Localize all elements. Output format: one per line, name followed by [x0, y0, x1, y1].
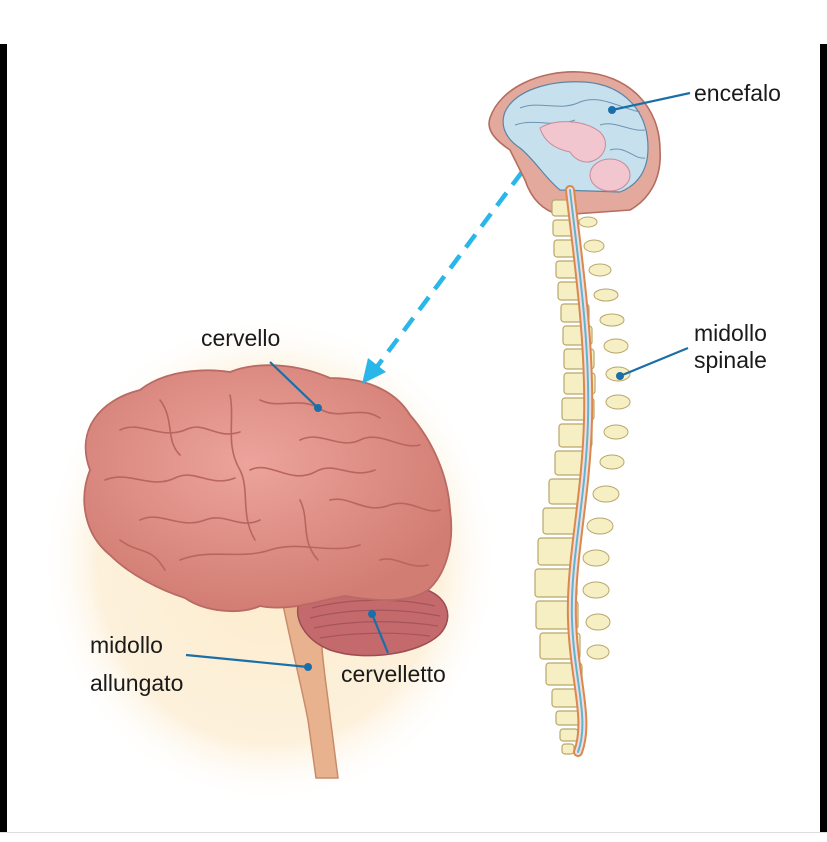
leader-dots	[304, 106, 624, 671]
label-midollo-spinale-line1: midollo	[694, 320, 767, 346]
label-encefalo: encefalo	[694, 80, 781, 106]
inner-brain-structures	[539, 121, 606, 163]
label-midollo-spinale-line2: spinale	[694, 347, 767, 373]
cerebrum-gyri	[104, 394, 441, 571]
leader-encefalo	[611, 91, 691, 112]
right-border	[820, 44, 827, 832]
leader-midollo-allungato	[185, 653, 309, 669]
leader-lines	[185, 91, 691, 669]
top-margin	[0, 0, 827, 44]
label-cervello: cervello	[201, 325, 281, 351]
leader-cervello	[269, 361, 319, 409]
label-midollo-allungato-line1: midollo	[90, 632, 163, 658]
zoom-arrow-line	[374, 170, 524, 370]
zoom-arrow-head	[362, 358, 386, 384]
bottom-margin	[0, 832, 827, 842]
spinal-cord-center	[569, 189, 590, 753]
label-midollo-allungato-line2: allungato	[90, 670, 184, 696]
label-cervelletto: cervelletto	[341, 661, 446, 687]
cerebrum	[83, 364, 453, 613]
leader-cervelletto	[370, 613, 390, 654]
left-border	[0, 44, 7, 832]
cerebellum-small	[589, 158, 631, 192]
leader-midollo-spinale	[619, 346, 689, 378]
